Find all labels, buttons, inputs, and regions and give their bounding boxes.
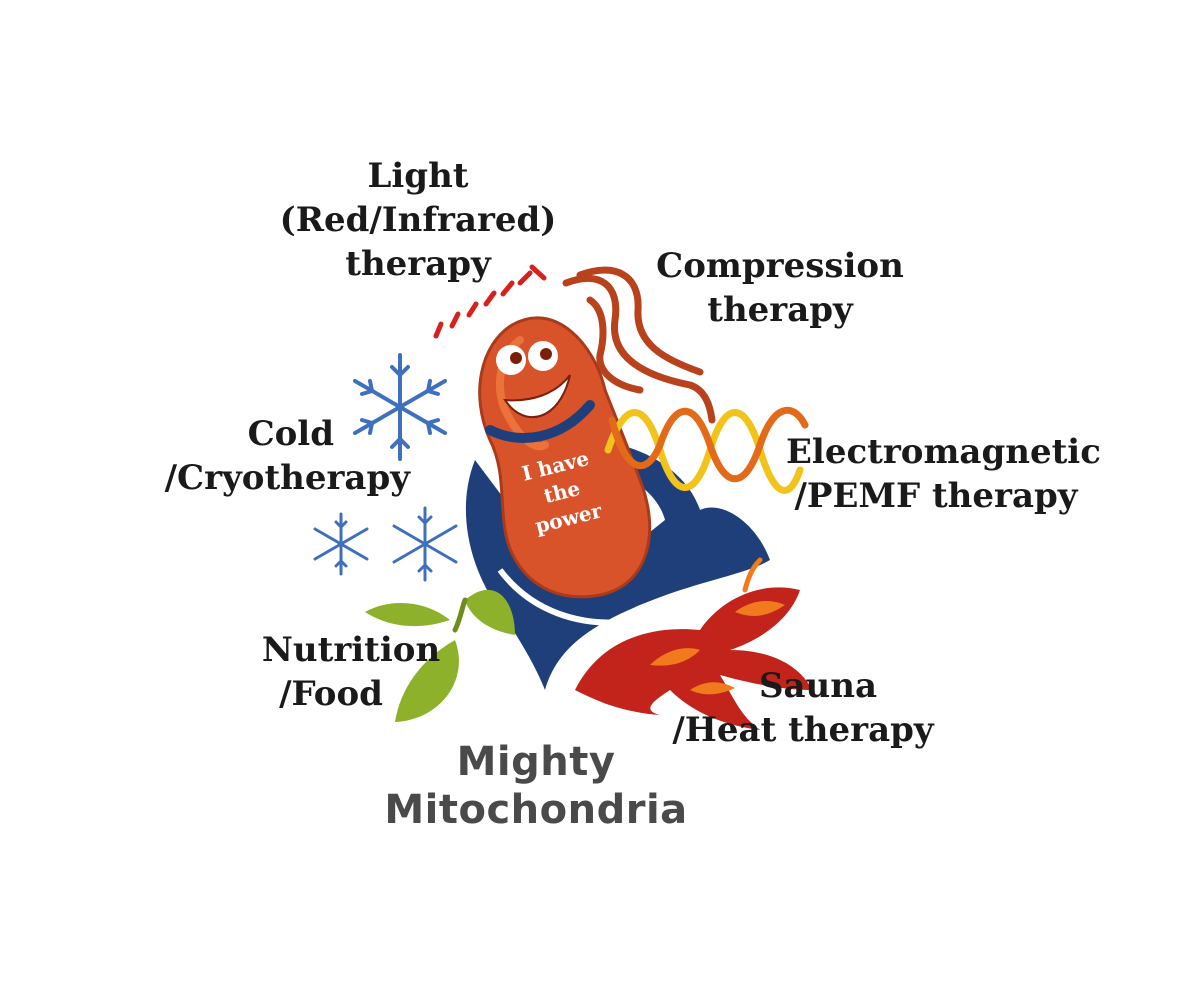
label-line: /Heat therapy: [672, 710, 934, 750]
label-line: /PEMF therapy: [794, 476, 1078, 516]
label-line: therapy: [707, 290, 853, 330]
light-rays-icon: [433, 264, 547, 339]
label-line: Sauna: [758, 666, 878, 706]
label-line: Compression: [656, 246, 904, 286]
label-line: therapy: [345, 244, 491, 284]
dna-wave-icon: [604, 406, 809, 494]
page-title: Mighty Mitochondria: [336, 738, 736, 834]
title-line: Mighty: [456, 739, 616, 785]
label-line: Electromagnetic: [786, 432, 1101, 472]
label-sauna: Sauna /Heat therapy: [668, 664, 938, 752]
leaf-icon: [365, 589, 515, 722]
title-line: Mitochondria: [384, 787, 688, 833]
label-electromagnetic-therapy: Electromagnetic /PEMF therapy: [786, 430, 1101, 518]
compression-lines-icon: [562, 266, 716, 424]
snowflake-icon: [392, 506, 458, 582]
label-line: Light: [367, 156, 469, 196]
label-nutrition: Nutrition /Food: [246, 628, 456, 716]
label-line: (Red/Infrared): [279, 200, 557, 240]
mitochondria-mascot: [478, 316, 652, 599]
snowflake-icon: [353, 353, 447, 461]
flame-icon: [575, 557, 812, 730]
snowflake-icon: [313, 512, 369, 576]
label-line: Cold: [247, 414, 334, 454]
label-line: /Cryotherapy: [164, 458, 410, 498]
label-line: /Food: [279, 674, 383, 714]
label-light-therapy: Light (Red/Infrared) therapy: [268, 154, 568, 286]
label-line: Nutrition: [261, 630, 441, 670]
label-cold-therapy: Cold /Cryotherapy: [100, 412, 410, 500]
label-compression-therapy: Compression therapy: [640, 244, 920, 332]
